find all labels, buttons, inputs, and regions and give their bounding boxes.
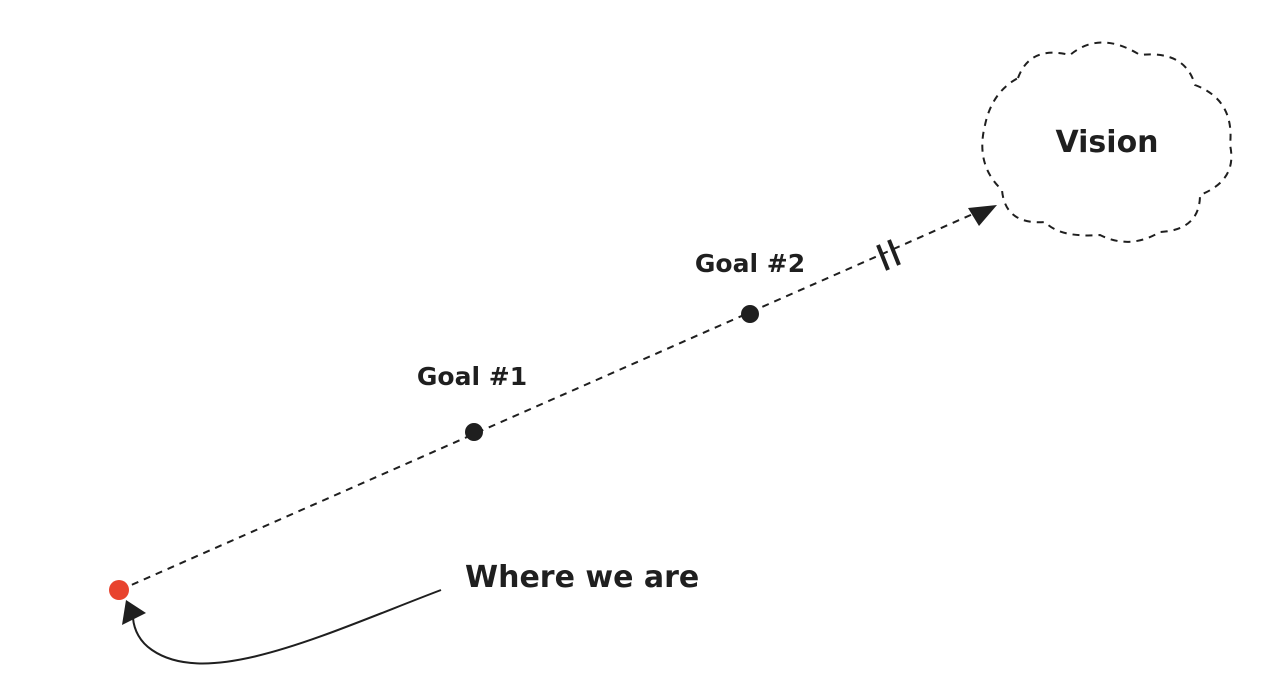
current-pointer-arrow — [132, 589, 442, 665]
current-position-label: Where we are — [465, 560, 699, 595]
pointer-arrowhead-icon — [122, 600, 146, 625]
goal-1-marker — [465, 423, 483, 441]
progress-path — [119, 209, 983, 591]
goal-2-marker — [741, 305, 759, 323]
vision-cloud — [981, 41, 1233, 243]
vision-label: Vision — [1055, 125, 1158, 160]
arrowhead-icon — [968, 205, 997, 226]
double-slash-break-icon — [876, 239, 901, 271]
current-position-marker — [109, 580, 129, 600]
goal-1-label: Goal #1 — [417, 362, 527, 391]
goal-2-label: Goal #2 — [695, 249, 805, 278]
